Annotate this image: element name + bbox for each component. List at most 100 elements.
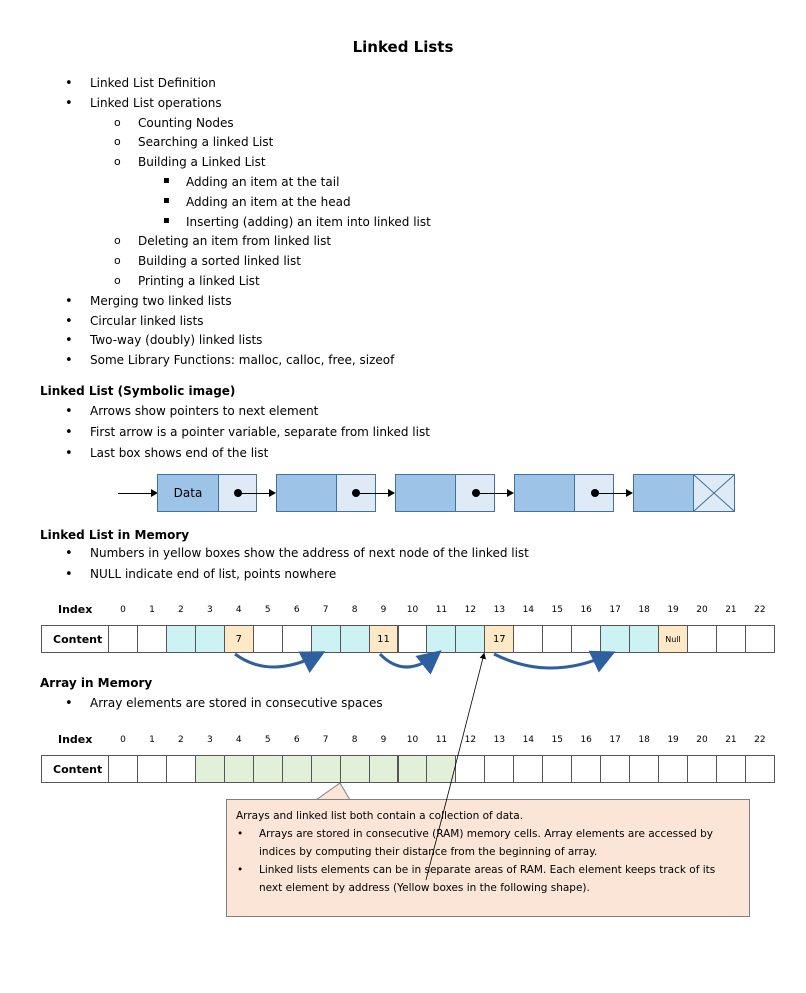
outline-item: Counting Nodes	[114, 116, 233, 130]
outline-item: Two-way (doubly) linked lists	[65, 333, 262, 348]
arrowhead-icon	[507, 489, 514, 497]
index-number: 10	[406, 605, 419, 615]
list-node-data	[514, 474, 575, 512]
index-number: 17	[609, 605, 621, 615]
pointer-line	[595, 493, 627, 494]
index-number: 2	[178, 735, 184, 745]
index-number: 10	[406, 735, 419, 745]
index-number: 7	[322, 735, 329, 745]
index-number: 15	[551, 735, 563, 745]
array-cell	[136, 755, 167, 783]
index-number: 1	[149, 735, 155, 745]
outline-item: Building a Linked List	[114, 155, 266, 169]
index-number: 6	[293, 735, 300, 745]
index-number: 5	[264, 605, 271, 615]
index-number: 16	[580, 605, 592, 615]
pointer-line	[356, 493, 389, 494]
index-number: 0	[120, 605, 126, 615]
index-number: 13	[493, 605, 506, 615]
index-number: 8	[351, 605, 358, 615]
index-number: 16	[580, 735, 592, 745]
outline-item: Adding an item at the tail	[163, 175, 339, 189]
memory-bullet: Numbers in yellow boxes show the address…	[65, 546, 529, 561]
index-number: 20	[696, 735, 708, 745]
outline-item: Searching a linked List	[114, 135, 273, 149]
index-number: 8	[351, 735, 358, 745]
array-cell	[165, 755, 196, 783]
index-number: 11	[435, 735, 448, 745]
list-node-data	[633, 474, 694, 512]
index-number: 4	[235, 735, 242, 745]
array-cell	[542, 755, 573, 783]
callout-text: indices by computing their distance from…	[259, 846, 598, 858]
array-cell	[629, 755, 660, 783]
outline-item: Merging two linked lists	[65, 294, 232, 309]
array-cell	[252, 755, 283, 783]
content-label: Content	[53, 633, 103, 646]
outline-item: Linked List Definition	[65, 76, 216, 91]
head-pointer-line	[118, 493, 152, 494]
array-cell	[658, 755, 688, 783]
outline-item: Deleting an item from linked list	[114, 234, 331, 248]
memory-cell	[513, 625, 544, 653]
callout-intro: Arrays and linked list both contain a co…	[236, 810, 524, 822]
index-number: 12	[464, 605, 477, 615]
bullet-icon: •	[237, 828, 244, 840]
outline-item: Linked List operations	[65, 96, 222, 111]
bullet-icon: •	[237, 864, 244, 876]
index-number: 14	[522, 605, 535, 615]
memory-cell	[108, 625, 138, 653]
memory-cell: 11	[368, 625, 399, 653]
index-number: 17	[609, 735, 621, 745]
next-pointer-arrows	[234, 650, 616, 675]
index-number: 3	[206, 605, 213, 615]
list-node-data	[395, 474, 456, 512]
memory-cell	[542, 625, 573, 653]
arrowhead-icon	[388, 489, 395, 497]
pointer-line	[238, 493, 270, 494]
array-cell	[571, 755, 602, 783]
index-number: 20	[696, 605, 708, 615]
null-cross-icon	[693, 474, 735, 512]
list-node-data: Data	[157, 474, 219, 512]
array-cell	[108, 755, 138, 783]
array-heading: Array in Memory	[40, 676, 153, 690]
index-number: 5	[264, 735, 271, 745]
memory-heading: Linked List in Memory	[40, 528, 190, 542]
arrowhead-icon	[626, 489, 633, 497]
index-number: 22	[754, 735, 766, 745]
outline-item: Some Library Functions: malloc, calloc, …	[65, 353, 394, 368]
memory-cell	[744, 625, 775, 653]
index-number: 22	[754, 605, 766, 615]
index-number: 6	[293, 605, 300, 615]
callout-text: Arrays are stored in consecutive (RAM) m…	[259, 828, 713, 840]
index-number: 21	[725, 735, 737, 745]
callout-text: next element by address (Yellow boxes in…	[259, 882, 590, 894]
memory-cell	[165, 625, 196, 653]
memory-cell	[426, 625, 457, 653]
page-title: Linked Lists	[352, 38, 454, 56]
array-cell	[310, 755, 341, 783]
index-number: 19	[667, 605, 679, 615]
arrowhead-icon	[269, 489, 276, 497]
outline-item: Adding an item at the head	[163, 195, 351, 209]
callout-text: Linked lists elements can be in separate…	[259, 864, 716, 876]
index-number: 7	[322, 605, 329, 615]
outline-item: Inserting (adding) an item into linked l…	[163, 215, 431, 229]
index-label: Index	[58, 733, 93, 746]
index-number: 11	[435, 605, 448, 615]
array-cell	[513, 755, 544, 783]
content-label: Content	[53, 763, 103, 776]
index-number: 21	[725, 605, 737, 615]
index-number: 9	[380, 605, 387, 615]
array-bullet: Array elements are stored in consecutive…	[65, 696, 383, 711]
array-cell	[426, 755, 457, 783]
index-number: 1	[149, 605, 155, 615]
index-number: 2	[178, 605, 184, 615]
outline-item: Circular linked lists	[65, 314, 203, 329]
memory-cell	[715, 625, 746, 653]
index-number: 18	[638, 735, 650, 745]
index-number: 9	[380, 735, 387, 745]
list-node-data	[276, 474, 337, 512]
